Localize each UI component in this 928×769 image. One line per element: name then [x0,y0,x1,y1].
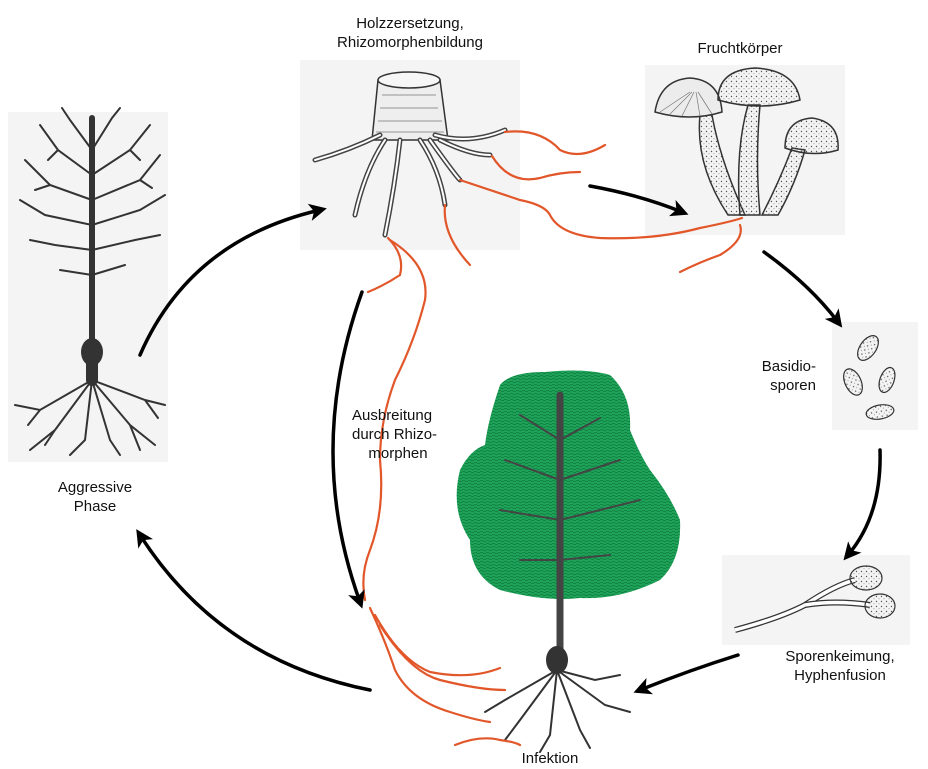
label-germination-line-1: Sporenkeimung, [760,647,920,666]
label-infection-line-1: Infektion [490,749,610,768]
arrow-fruiting-to-spores [764,252,838,322]
label-decomposition-line-1: Holzzersetzung, [300,14,520,33]
label-fruiting-bodies-line-1: Fruchtkörper [660,39,820,58]
label-spread: Ausbreitung durch Rhizo- morphen [352,406,472,463]
label-spores-line-2: sporen [730,376,816,395]
label-fruiting-bodies: Fruchtkörper [660,39,820,58]
label-spores-line-1: Basidio- [730,357,816,376]
label-germination: Sporenkeimung, Hyphenfusion [760,647,920,685]
spores-icon [832,322,918,430]
label-spores: Basidio- sporen [730,357,816,395]
arrow-germination-to-infection [640,655,738,690]
arrow-infection-to-aggressive [140,535,370,690]
stump-with-rhizomorphs-icon [300,60,520,250]
arrow-spores-to-germination [848,450,880,555]
label-infection: Infektion [490,749,610,768]
label-spread-line-1: Ausbreitung [352,406,472,425]
infected-tree-icon [457,371,681,752]
germinating-spores-icon [722,555,910,645]
label-spread-line-3: morphen [352,444,444,463]
label-aggressive-phase: Aggressive Phase [30,478,160,516]
label-decomposition-line-2: Rhizomorphenbildung [300,33,520,52]
label-germination-line-2: Hyphenfusion [760,666,920,685]
dead-tree-icon [8,108,168,462]
label-aggressive-line-1: Aggressive [30,478,160,497]
label-decomposition: Holzzersetzung, Rhizomorphenbildung [300,14,520,52]
label-spread-line-2: durch Rhizo- [352,425,472,444]
label-aggressive-line-2: Phase [30,497,160,516]
